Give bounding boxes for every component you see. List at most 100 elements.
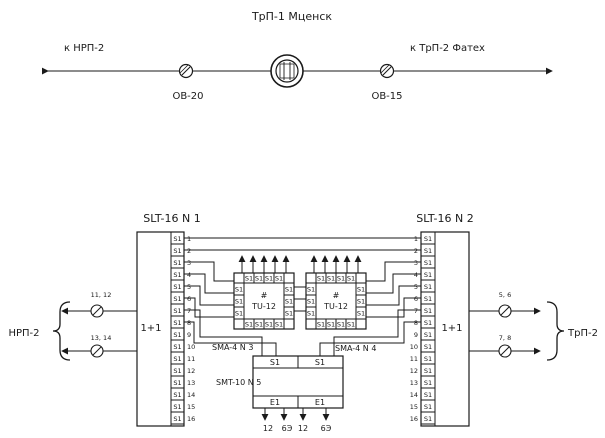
right-slot-number: 14 [410, 391, 418, 399]
left-slot-number: 1 [187, 235, 191, 243]
left-slot-label: S1 [173, 259, 181, 267]
left-slot-number: 15 [187, 403, 195, 411]
tu-cell-label: S1 [307, 286, 315, 294]
left-slot-number: 13 [187, 379, 195, 387]
left-mux-ratio: 1+1 [140, 323, 161, 334]
left-fiber-connector-a-icon [90, 304, 104, 318]
smt-top-cell-1: S1 [270, 358, 280, 367]
left-slot-label: S1 [173, 355, 181, 363]
left-fiber-b-label: 13, 14 [91, 334, 112, 342]
smt-label: SMT-10 N 5 [216, 378, 261, 387]
tu-cell-label: S1 [357, 310, 365, 318]
left-port-label: ОВ-20 [172, 91, 203, 102]
cross-connection-lines [184, 237, 421, 356]
left-slot-number: 7 [187, 307, 191, 315]
station-title: ТрП-1 Мценск [251, 10, 332, 23]
right-fiber-connector-b-icon [498, 344, 512, 358]
smt-code-3: 12 [298, 424, 308, 433]
right-external-links [469, 301, 565, 361]
left-slot-number: 5 [187, 283, 191, 291]
right-connector-icon [379, 63, 395, 79]
right-slot-label: S1 [424, 355, 432, 363]
tu-cell-label: S1 [327, 321, 335, 329]
tu-cell-label: S1 [357, 298, 365, 306]
smt-bottom-cell-1: E1 [270, 398, 280, 407]
left-slot-label: S1 [173, 319, 181, 327]
right-slot-number: 6 [414, 295, 418, 303]
right-slot-number: 15 [410, 403, 418, 411]
tu-cell-label: S1 [307, 310, 315, 318]
smt-code-4: 6Э [321, 424, 332, 433]
right-slot-label: S1 [424, 271, 432, 279]
left-slot-number: 9 [187, 331, 191, 339]
tu-cell [345, 318, 357, 330]
tu-cell [345, 272, 357, 284]
right-mux-body [420, 231, 470, 427]
right-slot-label: S1 [424, 415, 432, 423]
left-slot-number: 6 [187, 295, 191, 303]
left-slot-label: S1 [173, 283, 181, 291]
tu12-right-up-arrows [310, 255, 362, 273]
left-slot-label: S1 [173, 295, 181, 303]
tu-cell [305, 306, 317, 320]
right-slot-label: S1 [424, 367, 432, 375]
right-slot-number: 7 [414, 307, 418, 315]
tu-cell [355, 306, 367, 320]
right-slot-number: 2 [414, 247, 418, 255]
left-slot-label: S1 [173, 271, 181, 279]
smt-down-arrows [261, 408, 330, 421]
tu-cell [273, 318, 285, 330]
tu-cell-label: S1 [235, 286, 243, 294]
left-slot-label: S1 [173, 235, 181, 243]
left-slot-label: S1 [173, 391, 181, 399]
right-port-label: ОВ-15 [371, 91, 402, 102]
right-slot-number: 11 [410, 355, 418, 363]
tu-cell-label: S1 [235, 298, 243, 306]
left-fiber-connector-b-icon [90, 344, 104, 358]
tu-cell-label: S1 [347, 321, 355, 329]
left-slot-label: S1 [173, 367, 181, 375]
right-slot-number: 16 [410, 415, 418, 423]
right-slot-number: 3 [414, 259, 418, 267]
right-slot-number: 12 [410, 367, 418, 375]
right-slot-number: 9 [414, 331, 418, 339]
tu-right-hash: # [333, 291, 340, 300]
smt10-block: S1 S1 E1 E1 [252, 355, 344, 409]
left-destination-label: к НРП-2 [64, 43, 104, 54]
right-slot-label: S1 [424, 307, 432, 315]
left-slot-number: 12 [187, 367, 195, 375]
tu-left-hash: # [261, 291, 268, 300]
tu-cell [273, 272, 285, 284]
tu-cell-label: S1 [317, 275, 325, 283]
left-slot-number: 16 [187, 415, 195, 423]
tu-cell-label: S1 [245, 321, 253, 329]
smt-code-2: 6Э [282, 424, 293, 433]
left-slot-number: 11 [187, 355, 195, 363]
sma-left-label: SMA-4 N 3 [212, 343, 253, 352]
left-slot-number: 3 [187, 259, 191, 267]
right-slot-label: S1 [424, 319, 432, 327]
tu-cell-label: S1 [327, 275, 335, 283]
right-slot-number: 5 [414, 283, 418, 291]
tu-right-title: TU-12 [323, 302, 348, 311]
left-slot-label: S1 [173, 403, 181, 411]
right-slot-cell [420, 411, 436, 425]
right-fiber-b-label: 7, 8 [499, 334, 511, 342]
station-node-icon [270, 54, 304, 88]
left-slot-label: S1 [173, 331, 181, 339]
right-slot-label: S1 [424, 343, 432, 351]
left-slot-label: S1 [173, 247, 181, 255]
right-slot-number: 8 [414, 319, 418, 327]
smt-code-1: 12 [263, 424, 273, 433]
tu12-left-up-arrows [238, 255, 290, 273]
right-slot-number: 10 [410, 343, 418, 351]
left-slot-number: 8 [187, 319, 191, 327]
tu-cell [233, 306, 245, 320]
tu-cell-label: S1 [285, 286, 293, 294]
tu-cell-label: S1 [275, 321, 283, 329]
left-slot-number: 2 [187, 247, 191, 255]
left-slot-number: 14 [187, 391, 195, 399]
